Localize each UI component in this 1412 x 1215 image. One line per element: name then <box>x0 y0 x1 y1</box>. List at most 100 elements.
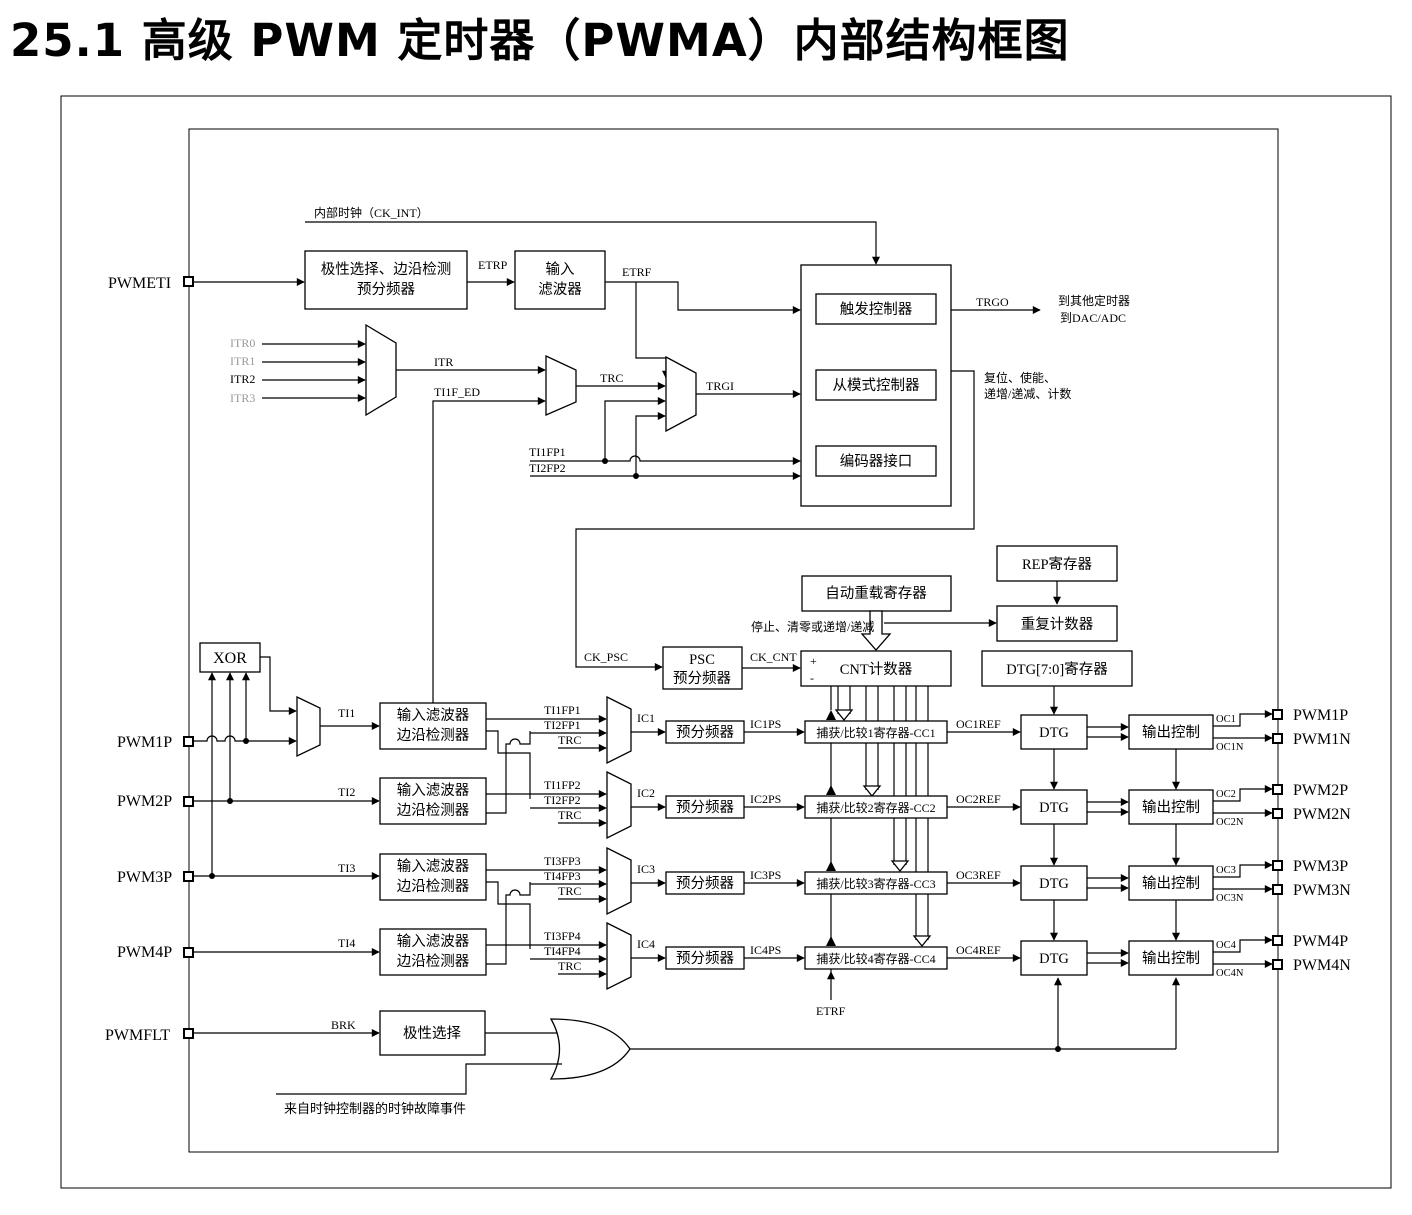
reload-to-cnt-arrow <box>860 610 892 651</box>
cnt-counter-label: CNT计数器 <box>840 661 913 678</box>
output-control-label-1: 输出控制 <box>1142 724 1200 741</box>
clock-fault-label: 来自时钟控制器的时钟故障事件 <box>284 1101 466 1116</box>
trigger-controller <box>815 293 937 325</box>
ocn-label-4: OC4N <box>1216 968 1244 979</box>
fp-a-label-3: TI3FP3 <box>544 854 581 868</box>
icps-label-2: IC2PS <box>750 792 781 806</box>
ic-mux-1 <box>606 695 632 765</box>
edge-label-4: 边沿检测器 <box>397 953 470 970</box>
clock-fault-line <box>276 1063 562 1095</box>
oc-label-1: OC1 <box>1216 714 1236 725</box>
fp-b-label-2: TI2FP2 <box>544 793 581 807</box>
cc-chain-arrow-2 <box>826 785 836 795</box>
ic-prescaler-label-2: 预分频器 <box>676 799 734 816</box>
trc-label: TRC <box>600 371 623 385</box>
ti3fp4-cross <box>486 881 531 949</box>
etrf-to-trgi-mux <box>635 282 670 379</box>
slave-control-line <box>575 370 975 671</box>
pwm4p-pin[interactable] <box>183 947 194 958</box>
out-pin-p-4[interactable] <box>1272 935 1283 946</box>
reset-note-2: 递增/递减、计数 <box>984 386 1071 401</box>
ic-label-2: IC2 <box>637 786 655 800</box>
dtg-block-3 <box>1020 865 1088 901</box>
dtg-label-1: DTG <box>1039 725 1069 741</box>
pwm2p-pin[interactable] <box>183 796 194 807</box>
filter-label-3: 输入滤波器 <box>397 858 470 875</box>
timer-boundary <box>188 128 1279 1153</box>
edge-label-1: 边沿检测器 <box>397 727 470 744</box>
ti1fp1-line <box>530 455 801 465</box>
ti-label-3: TI3 <box>338 861 355 875</box>
ti-label-2: TI2 <box>338 785 355 799</box>
ocref-label-2: OC2REF <box>956 792 1001 806</box>
out-pin-p-1[interactable] <box>1272 709 1283 720</box>
cc-chain-arrow-4 <box>826 936 836 946</box>
output-control-3 <box>1128 865 1214 901</box>
ti1fp2-cross <box>486 730 531 799</box>
polarity-edge-label: 极性选择、边沿检测 <box>321 261 452 278</box>
dtg-label-3: DTG <box>1039 876 1069 892</box>
out-pin-n-1[interactable] <box>1272 733 1283 744</box>
polarity-select-label: 极性选择 <box>403 1025 461 1042</box>
etrf-label: ETRF <box>622 265 652 279</box>
output-control-label-2: 输出控制 <box>1142 799 1200 816</box>
repeat-counter <box>996 605 1118 642</box>
cnt-plus: + <box>810 654 817 668</box>
output-control-label-4: 输出控制 <box>1142 950 1200 967</box>
ti2fp2-to-mux <box>635 412 666 476</box>
trgi-label: TRGI <box>706 379 734 393</box>
ic-mux-4 <box>606 921 632 991</box>
out-pin-p-label-4: PWM4P <box>1293 933 1348 950</box>
psc-block <box>662 646 743 690</box>
input-filter-edge-detector-4 <box>379 928 487 976</box>
out-pin-n-label-3: PWM3N <box>1293 882 1351 899</box>
junction-dot <box>602 458 608 464</box>
cnt-counter <box>800 650 952 687</box>
out-pin-n-2[interactable] <box>1272 808 1283 819</box>
pin-label-1: PWM1P <box>117 734 172 751</box>
pwm3p-pin[interactable] <box>183 871 194 882</box>
etrf-line <box>605 281 801 314</box>
fp-b-label-4: TI4FP4 <box>544 944 581 958</box>
out-pin-p-3[interactable] <box>1272 860 1283 871</box>
or-gate <box>549 1018 631 1080</box>
out-pin-n-4[interactable] <box>1272 959 1283 970</box>
cc-register-label-1: 捕获/比较1寄存器-CC1 <box>816 725 935 740</box>
oc-line-4 <box>1213 936 1273 953</box>
auto-reload-label: 自动重载寄存器 <box>825 584 927 602</box>
to-dac-adc-label: 到DAC/ADC <box>1060 311 1126 325</box>
itr-mux <box>365 323 397 417</box>
ck-int-label: 内部时钟（CK_INT） <box>314 205 429 220</box>
dtg-block-4 <box>1020 940 1088 976</box>
trigger-controller-label: 触发控制器 <box>840 301 913 318</box>
oc-label-2: OC2 <box>1216 789 1236 800</box>
pwmeti-pin[interactable] <box>183 276 194 287</box>
trc-mux <box>545 354 577 416</box>
fp-a-label-1: TI1FP1 <box>544 703 581 717</box>
pwmflt-pin[interactable] <box>183 1028 194 1039</box>
oc-label-3: OC3 <box>1216 865 1236 876</box>
psc-label-2: 预分频器 <box>673 670 731 687</box>
ti1f-ed-line <box>432 397 546 703</box>
cc-register-label-4: 捕获/比较4寄存器-CC4 <box>816 951 935 966</box>
out-pin-p-2[interactable] <box>1272 784 1283 795</box>
input-filter-edge-detector-2 <box>379 777 487 825</box>
out-pin-p-label-1: PWM1P <box>1293 707 1348 724</box>
brk-label: BRK <box>331 1018 356 1032</box>
ic-label-1: IC1 <box>637 711 655 725</box>
ocref-label-4: OC4REF <box>956 943 1001 957</box>
pwm1p-pin[interactable] <box>183 736 194 747</box>
cc-register-label-3: 捕获/比较3寄存器-CC3 <box>816 876 935 891</box>
junction-dot <box>243 738 249 744</box>
ic-prescaler-label-4: 预分频器 <box>676 950 734 967</box>
ocn-label-1: OC1N <box>1216 742 1244 753</box>
out-pin-p-label-3: PWM3P <box>1293 858 1348 875</box>
icps-label-4: IC4PS <box>750 943 781 957</box>
rep-register <box>996 545 1118 582</box>
out-pin-n-3[interactable] <box>1272 884 1283 895</box>
etrp-label: ETRP <box>478 258 508 272</box>
ti1fp1-label: TI1FP1 <box>529 445 566 459</box>
slave-mode-controller-label: 从模式控制器 <box>833 377 920 394</box>
ti1f-ed-label: TI1F_ED <box>434 385 480 399</box>
